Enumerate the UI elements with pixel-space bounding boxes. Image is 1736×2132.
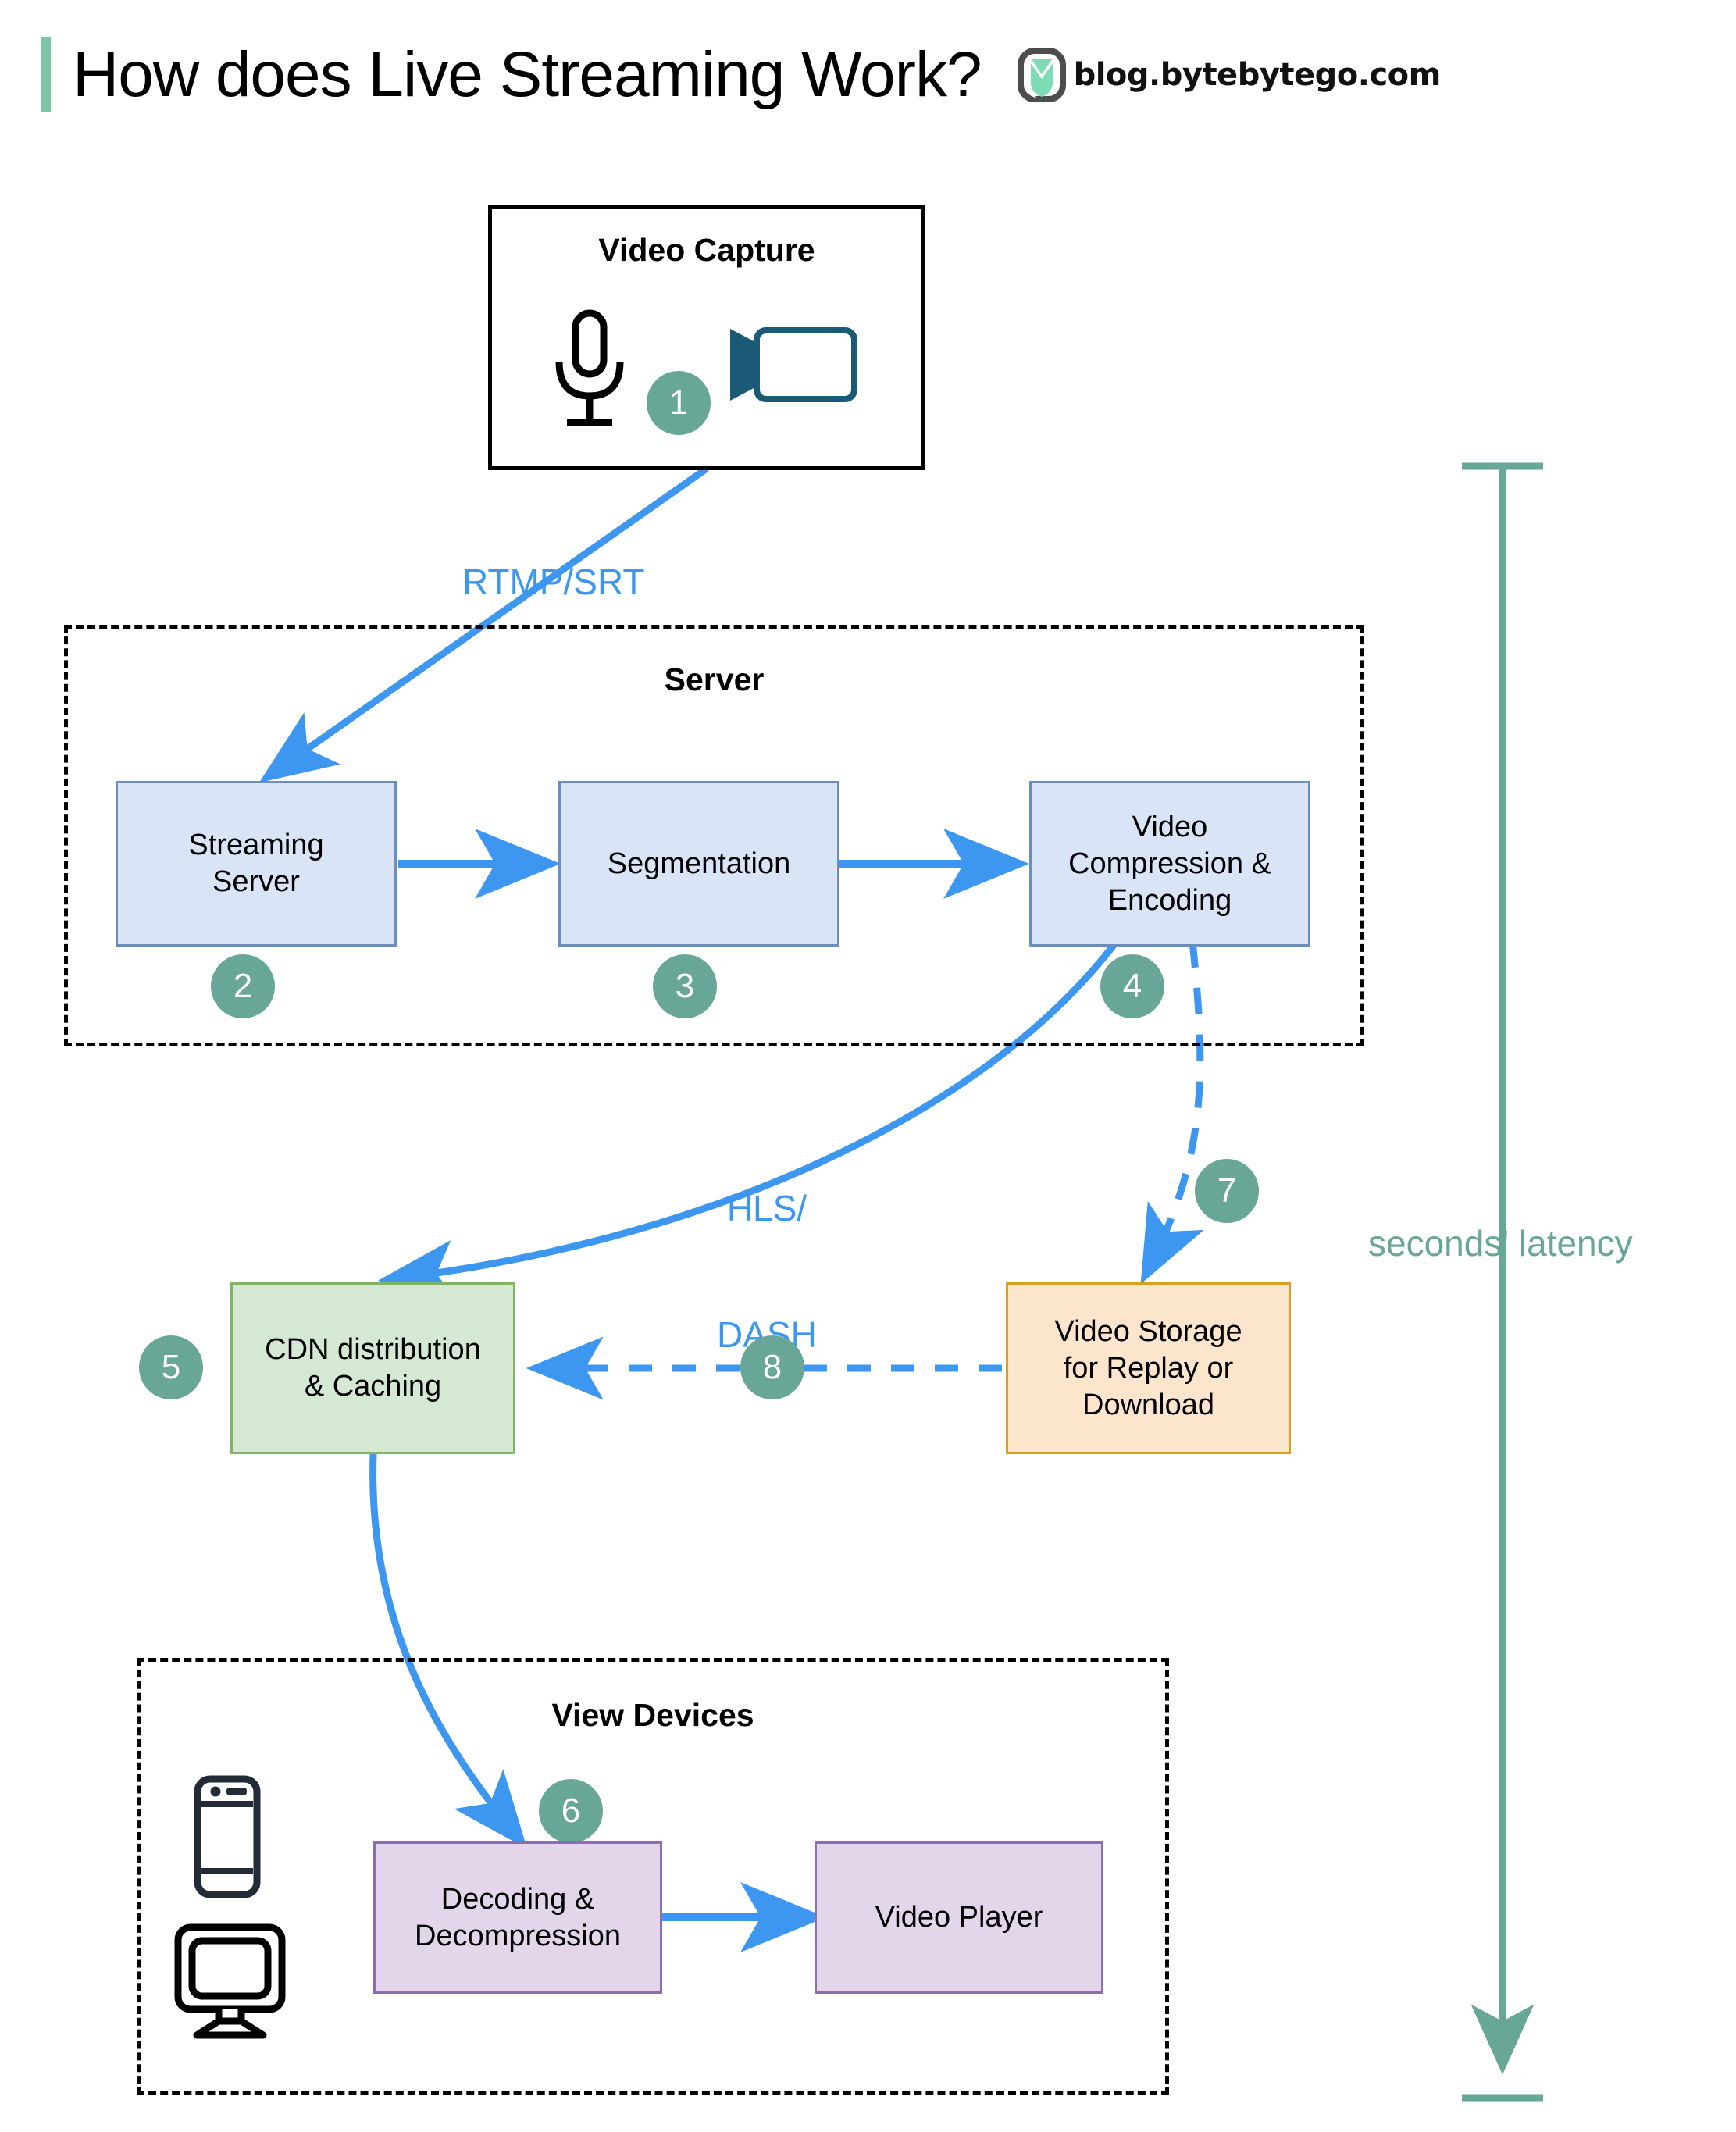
streaming-server-node[interactable]: Streaming Server [116, 781, 397, 947]
storage-label-line3: Download [1082, 1388, 1214, 1421]
badge-2-label: 2 [233, 967, 253, 1005]
streaming-server-label-line1: Streaming [188, 829, 324, 861]
badge-3: 3 [653, 954, 717, 1018]
streaming-server-label-line2: Server [212, 865, 300, 898]
badge-7: 7 [1195, 1159, 1259, 1223]
cdn-label-line1: CDN distribution [265, 1333, 481, 1366]
video-player-label: Video Player [875, 1901, 1043, 1934]
badge-6: 6 [539, 1779, 603, 1843]
badge-8: 8 [740, 1335, 804, 1399]
cdn-label-line2: & Caching [304, 1370, 442, 1403]
smartphone-icon [191, 1774, 263, 1903]
badge-2: 2 [211, 954, 275, 1018]
badge-3-label: 3 [675, 967, 695, 1005]
decoding-label-line2: Decompression [415, 1919, 621, 1952]
badge-1: 1 [647, 371, 711, 435]
badge-5: 5 [139, 1335, 203, 1399]
rtmp-srt-edge-label: RTMP/SRT [462, 562, 645, 602]
desktop-monitor-icon [173, 1923, 287, 2044]
video-compression-encoding-node[interactable]: Video Compression & Encoding [1029, 781, 1310, 947]
decoding-decompression-node[interactable]: Decoding & Decompression [373, 1841, 662, 1994]
hls-dash-line1: HLS/ [726, 1188, 807, 1228]
server-group: Server [64, 625, 1364, 1046]
badge-4: 4 [1100, 954, 1164, 1018]
segmentation-node[interactable]: Segmentation [558, 781, 839, 947]
title-accent-bar [41, 37, 51, 112]
badge-8-label: 8 [762, 1348, 782, 1386]
page-title: How does Live Streaming Work? [73, 39, 982, 110]
badge-4-label: 4 [1122, 967, 1142, 1005]
cdn-distribution-caching-node[interactable]: CDN distribution & Caching [230, 1282, 515, 1454]
decoding-label-line1: Decoding & [440, 1882, 595, 1916]
compression-label-line3: Encoding [1107, 883, 1232, 917]
bytebytego-logo-icon [1017, 48, 1066, 102]
badge-1-label: 1 [668, 383, 689, 422]
badge-5-label: 5 [161, 1348, 181, 1386]
compression-label-line2: Compression & [1068, 847, 1271, 880]
segmentation-label: Segmentation [607, 847, 791, 880]
brand: blog.bytebytego.com [1017, 48, 1442, 102]
hls-dash-edge-label: HLS/ DASH [717, 1103, 817, 1440]
video-capture-title: Video Capture [598, 232, 815, 268]
brand-label: blog.bytebytego.com [1073, 57, 1442, 93]
video-player-node[interactable]: Video Player [815, 1841, 1103, 1994]
video-camera-icon [722, 324, 859, 410]
microphone-icon [547, 308, 633, 437]
view-devices-group: View Devices [137, 1658, 1169, 2095]
badge-6-label: 6 [561, 1792, 581, 1830]
page-header: How does Live Streaming Work? blog.byteb… [41, 37, 1441, 112]
storage-label-line2: for Replay or [1063, 1351, 1234, 1385]
latency-label: seconds' latency [1368, 1223, 1633, 1264]
badge-7-label: 7 [1217, 1171, 1237, 1210]
storage-label-line1: Video Storage [1054, 1314, 1242, 1348]
compression-label-line1: Video [1132, 810, 1208, 843]
view-devices-group-title: View Devices [551, 1697, 754, 1733]
server-group-title: Server [664, 661, 765, 697]
video-storage-node[interactable]: Video Storage for Replay or Download [1006, 1282, 1291, 1454]
